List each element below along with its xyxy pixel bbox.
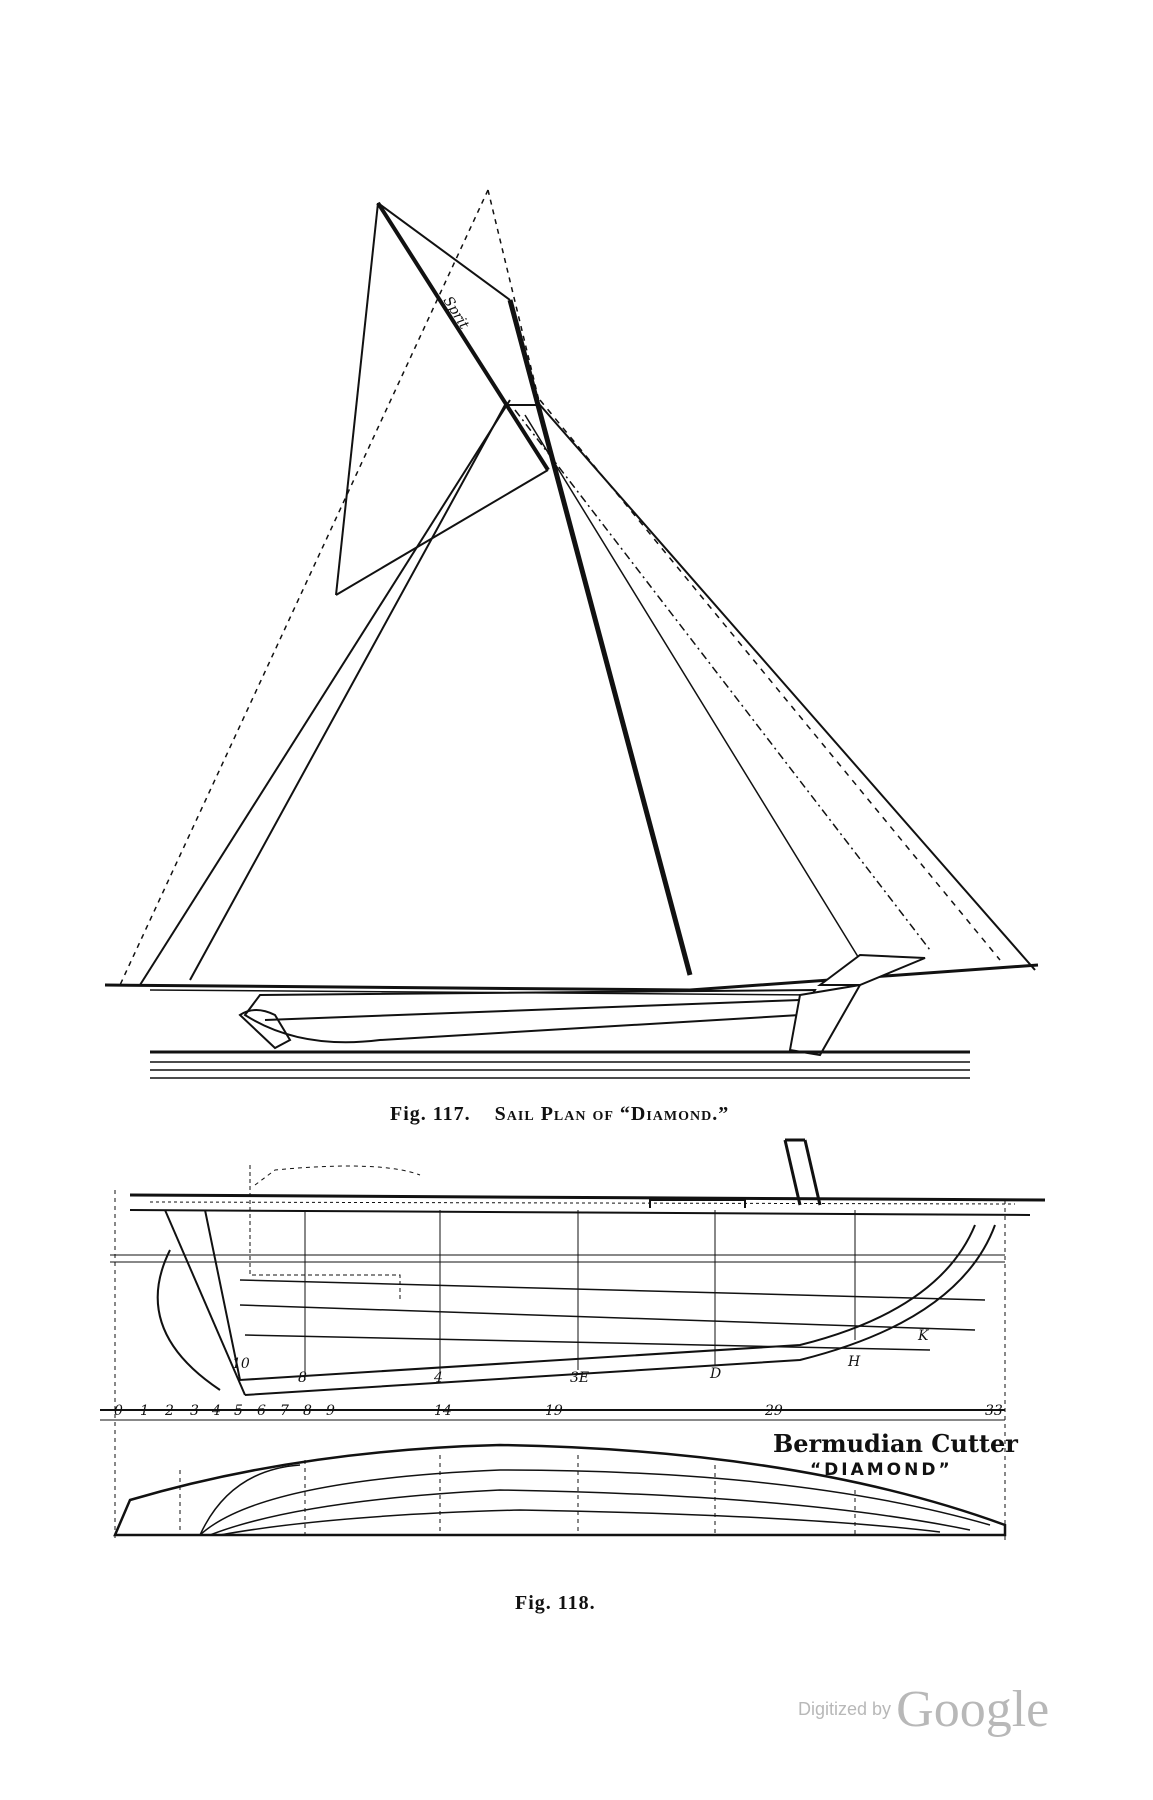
scale-tick: 6	[257, 1403, 266, 1419]
scale-tick: 0	[114, 1403, 123, 1419]
profile-deck	[129, 1209, 1031, 1216]
profile-keel	[244, 1224, 996, 1396]
topsail-dashed-2	[487, 189, 541, 406]
figure-117-label: Fig. 117.	[390, 1103, 471, 1125]
section-label: K	[917, 1328, 930, 1344]
figure-118-subtitle: “DIAMOND”	[810, 1460, 953, 1480]
mainsail-leech	[335, 202, 379, 596]
watermark-prefix: Digitized by	[798, 1699, 892, 1719]
scale-tick: 33	[985, 1403, 1003, 1419]
scale-tick: 1	[140, 1403, 149, 1419]
stern-detail	[238, 1009, 292, 1050]
boom	[104, 963, 1039, 992]
digitized-by-watermark: Digitized by Google	[798, 1680, 1049, 1739]
scale-tick: 14	[434, 1403, 452, 1419]
profile-forefoot	[156, 1249, 221, 1391]
rudder	[788, 983, 862, 1057]
scale-tick: 5	[234, 1403, 243, 1419]
figure-118-caption: Fig. 118.	[515, 1592, 596, 1614]
figure-117-caption: Fig. 117. Sail Plan of “Diamond.”	[390, 1103, 729, 1126]
gaff-peak	[335, 469, 549, 596]
scale-tick: 7	[280, 1403, 289, 1419]
scale-tick: 2	[164, 1403, 174, 1419]
section-label: 8	[298, 1370, 307, 1386]
section-label: 3E	[570, 1370, 589, 1386]
scale-tick: 4	[211, 1403, 221, 1419]
jib-stay	[539, 404, 1036, 971]
jib-topsail-dashed	[539, 399, 1001, 961]
profile-sheer	[129, 1193, 1046, 1202]
section-label: 10	[232, 1356, 250, 1372]
profile-mast-stub	[783, 1138, 822, 1206]
figure-118-title: Bermudian Cutter	[773, 1429, 1018, 1458]
mainsail-foot-diag	[139, 399, 511, 986]
topsail-dashed	[119, 189, 489, 986]
profile-rabbet	[204, 1209, 976, 1382]
mainsail-luff	[189, 404, 506, 981]
section-label: D	[709, 1366, 721, 1382]
scale-tick: 3	[190, 1403, 199, 1419]
plan-outline	[113, 1443, 1007, 1537]
scale-tick: 29	[764, 1403, 783, 1419]
scale-tick: 19	[545, 1403, 563, 1419]
section-label: 4	[433, 1370, 443, 1386]
foresail-luff	[524, 414, 861, 961]
jib-sail	[817, 953, 926, 986]
scale-tick: 8	[303, 1403, 312, 1419]
profile-stem	[164, 1209, 246, 1396]
hull-sheer	[264, 999, 801, 1021]
watermark-logo: Google	[896, 1681, 1050, 1738]
mast	[507, 299, 693, 976]
jib-topsail-dashed-2	[514, 409, 931, 951]
mainsail-head	[377, 202, 511, 301]
figure-117-title: Sail Plan of “Diamond.”	[494, 1103, 730, 1125]
section-label: H	[847, 1354, 861, 1370]
sprit-spar	[376, 201, 550, 472]
scale-tick: 9	[326, 1403, 335, 1419]
